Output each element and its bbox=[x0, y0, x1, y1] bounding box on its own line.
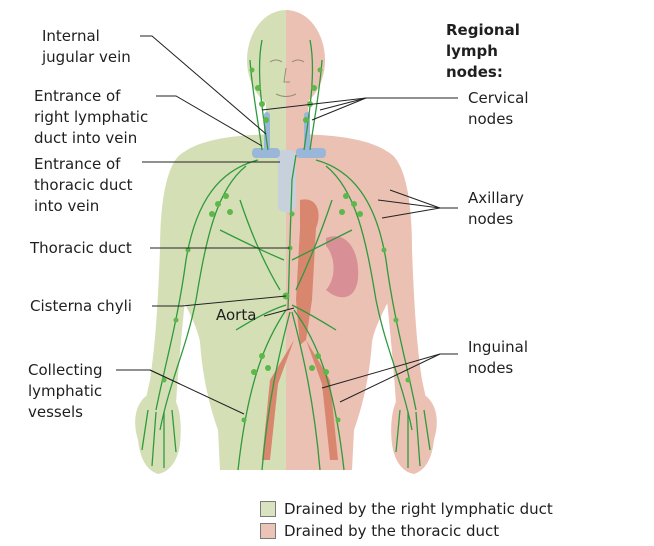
label-regional-lymph-nodes-heading: Regional lymph nodes: bbox=[446, 21, 520, 81]
trachea bbox=[278, 150, 296, 212]
legend-swatch-thoracic bbox=[260, 523, 276, 539]
label-aorta: Aorta bbox=[216, 306, 257, 324]
right-iliac-artery bbox=[306, 340, 338, 460]
legend-swatch-right-lymphatic bbox=[260, 501, 276, 517]
legend-item-right-lymphatic: Drained by the right lymphatic duct bbox=[260, 498, 553, 520]
leader-lines bbox=[116, 35, 458, 415]
label-collecting-lymphatic-vessels: Collecting lymphatic vessels bbox=[28, 361, 103, 421]
legend-label-thoracic: Drained by the thoracic duct bbox=[284, 522, 500, 540]
legend-label-right-lymphatic: Drained by the right lymphatic duct bbox=[284, 500, 553, 518]
face-outline bbox=[269, 59, 305, 97]
aorta bbox=[296, 199, 319, 345]
label-axillary-nodes: Axillary nodes bbox=[468, 189, 524, 228]
stomach bbox=[326, 236, 359, 298]
legend-item-thoracic: Drained by the thoracic duct bbox=[260, 520, 499, 542]
label-right-lymphatic-duct-entrance: Entrance of right lymphatic duct into ve… bbox=[34, 87, 149, 147]
label-internal-jugular-vein: Internal jugular vein bbox=[42, 27, 131, 66]
label-cervical-nodes: Cervical nodes bbox=[468, 89, 529, 128]
label-thoracic-duct-entrance: Entrance of thoracic duct into vein bbox=[34, 155, 133, 215]
left-iliac-artery bbox=[262, 340, 294, 460]
label-cisterna-chyli: Cisterna chyli bbox=[30, 297, 132, 315]
label-thoracic-duct: Thoracic duct bbox=[30, 239, 132, 257]
label-inguinal-nodes: Inguinal nodes bbox=[468, 338, 528, 377]
